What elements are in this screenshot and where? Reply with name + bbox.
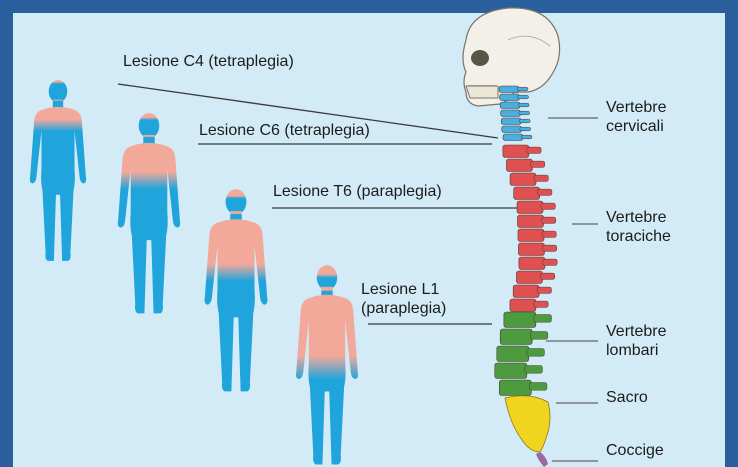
cervical-vertebra [503, 134, 523, 141]
thoracic-vertebra [513, 285, 539, 298]
thoracic-vertebra-process [542, 231, 556, 237]
thoracic-vertebra [519, 257, 545, 270]
thoracic-vertebra-process [541, 203, 555, 209]
lumbar-vertebra [500, 329, 532, 345]
lumbar-vertebra [497, 346, 529, 362]
region-label-cervical-line1: Vertebre [606, 98, 666, 117]
thoracic-vertebra-process [537, 287, 551, 293]
thoracic-vertebra-process [534, 175, 548, 181]
thoracic-vertebra-process [542, 245, 556, 251]
cervical-vertebra-process [520, 127, 531, 131]
lesion-label-l1-line1: Lesione L1 [361, 280, 446, 299]
thoracic-vertebra-process [543, 259, 557, 265]
thoracic-vertebra-process [538, 189, 552, 195]
cervical-vertebra-process [521, 135, 532, 139]
cervical-vertebra [500, 94, 520, 101]
thoracic-vertebra [518, 229, 544, 242]
cervical-vertebra-process [518, 103, 529, 107]
thoracic-vertebra [518, 243, 544, 256]
thoracic-vertebra-process [542, 217, 556, 223]
lesion-label-t6: Lesione T6 (paraplegia) [273, 182, 442, 201]
region-label-lumbar-line1: Vertebre [606, 322, 666, 341]
region-label-cervical: Vertebre cervicali [606, 98, 666, 136]
thoracic-vertebra [516, 271, 542, 284]
thoracic-vertebra-process [527, 147, 541, 153]
cervical-vertebra [502, 126, 522, 133]
lumbar-vertebra-process [530, 332, 548, 340]
lumbar-vertebra [495, 363, 527, 379]
lumbar-vertebra-process [534, 315, 552, 323]
region-label-lumbar: Vertebre lombari [606, 322, 666, 360]
lumbar-vertebra [499, 380, 531, 396]
region-label-thoracic-line1: Vertebre [606, 208, 671, 227]
cervical-vertebra-process [519, 119, 530, 123]
thoracic-vertebra [503, 145, 529, 158]
region-label-thoracic-line2: toraciche [606, 227, 671, 246]
lumbar-vertebra-process [525, 366, 543, 374]
region-label-coccyx: Coccige [606, 441, 664, 460]
lesion-label-c6: Lesione C6 (tetraplegia) [199, 121, 370, 140]
region-label-lumbar-line2: lombari [606, 341, 666, 360]
cervical-vertebra-process [517, 87, 528, 91]
thoracic-vertebra-process [540, 273, 554, 279]
lesion-label-l1-line2: (paraplegia) [361, 299, 446, 318]
region-label-sacrum: Sacro [606, 388, 648, 407]
thoracic-vertebra [510, 299, 536, 312]
thoracic-vertebra-process [534, 301, 548, 307]
cervical-vertebra-process [519, 111, 530, 115]
thoracic-vertebra [518, 215, 544, 228]
cervical-vertebra [499, 86, 519, 93]
cervical-vertebra [500, 102, 520, 109]
lumbar-vertebra [504, 312, 536, 328]
region-label-cervical-line2: cervicali [606, 117, 666, 136]
region-label-thoracic: Vertebre toraciche [606, 208, 671, 246]
cervical-vertebra-process [518, 95, 529, 99]
lumbar-vertebra-process [527, 349, 545, 357]
lesion-label-c4: Lesione C4 (tetraplegia) [123, 52, 294, 71]
lesion-label-l1: Lesione L1 (paraplegia) [361, 280, 446, 318]
thoracic-vertebra [510, 173, 536, 186]
cervical-vertebra [501, 110, 521, 117]
thoracic-vertebra [517, 201, 543, 214]
thoracic-vertebra [506, 159, 532, 172]
lumbar-vertebra-process [529, 383, 547, 391]
cervical-vertebra [501, 118, 521, 125]
thoracic-vertebra [514, 187, 540, 200]
thoracic-vertebra-process [530, 161, 544, 167]
